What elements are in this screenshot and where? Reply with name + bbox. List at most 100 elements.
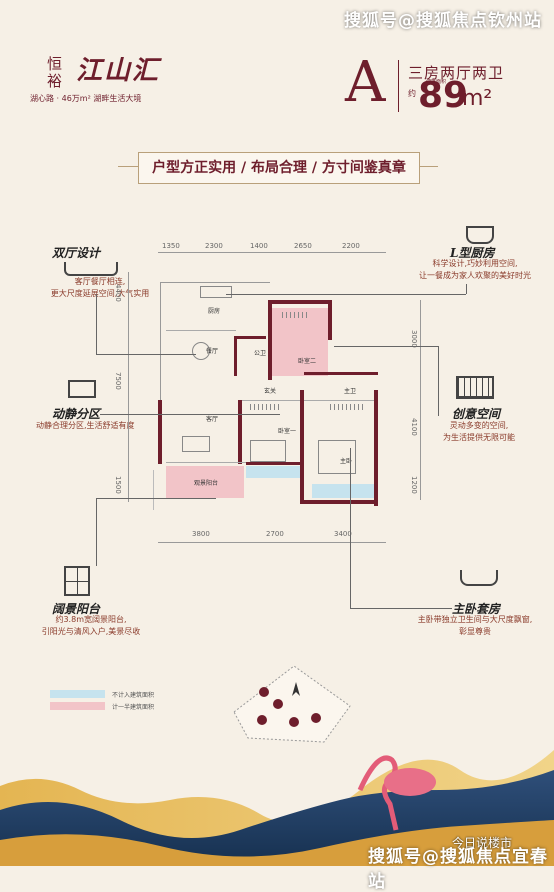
landscape-decoration [0, 750, 554, 866]
room-bedroom2: 卧室二 [298, 358, 317, 365]
dim-right-1: 3000 [410, 330, 418, 348]
sofa [182, 436, 210, 452]
room-bath-public: 公卫 [254, 350, 267, 357]
window-icon [64, 566, 90, 596]
unit-letter: A [345, 50, 386, 115]
leader-master-v [350, 448, 351, 608]
dim-right-3: 1200 [410, 476, 418, 494]
leader-balcony-h [96, 498, 216, 499]
legend-pink-text: 计一半建筑面积 [112, 704, 155, 711]
room-bedroom1: 卧室一 [278, 428, 297, 435]
unit-layout: 三房两厅两卫 [408, 64, 505, 82]
feature-master-desc2: 彰显尊贵 [459, 627, 491, 636]
room-kitchen: 厨房 [208, 308, 221, 315]
dim-top-1: 1350 [162, 242, 180, 250]
feature-zoning-title: 动静分区 [52, 407, 101, 421]
crib-icon [456, 376, 494, 399]
room-living: 客厅 [206, 416, 219, 423]
leader-kitchen-h [226, 294, 466, 295]
wardrobe-1 [250, 404, 282, 410]
site-building-2 [273, 699, 283, 709]
feature-master-title: 主卧套房 [452, 602, 501, 616]
banner-deco-right [418, 166, 438, 167]
flamingo-body [384, 768, 436, 796]
pot-icon [466, 226, 494, 244]
feature-double-hall-desc2: 更大尺度延展空间,大气实用 [50, 289, 150, 298]
dim-bottom-3: 3400 [334, 530, 352, 538]
leader-master-h [350, 608, 452, 609]
bed-master [318, 440, 356, 474]
feature-balcony-desc1: 约3.8m宽阔景阳台, [55, 615, 127, 624]
feature-kitchen-title: L型厨房 [450, 246, 495, 260]
sofa-icon [64, 262, 118, 276]
dim-left-3: 1500 [114, 476, 122, 494]
legend-pink-swatch [50, 702, 105, 710]
unit-area-unit: m² [462, 86, 493, 111]
site-map [233, 665, 351, 743]
dim-top-4: 2650 [294, 242, 312, 250]
watermark-bottom: 搜狐号@搜狐焦点宜春站 [368, 847, 548, 892]
feature-creative-desc1: 灵动多变的空间, [449, 421, 509, 430]
unit-area-note: 建筑面积 [426, 79, 447, 85]
dim-top-5: 2200 [342, 242, 360, 250]
bay-window-blue-2 [312, 484, 374, 498]
dim-left-1: 4400 [114, 284, 122, 302]
bathtub-icon [460, 570, 498, 586]
dining-table [192, 342, 210, 360]
room-balcony: 观景阳台 [194, 480, 219, 487]
dim-right-2: 4100 [410, 418, 418, 436]
leader-balcony-v [96, 498, 97, 566]
unit-divider [398, 60, 399, 112]
watermark-top: 搜狐号@搜狐焦点钦州站 [344, 11, 542, 31]
unit-area: 89 [418, 75, 469, 116]
room-entry: 玄关 [264, 388, 277, 395]
feature-banner: 户型方正实用 / 布局合理 / 方寸间鉴真章 [138, 152, 420, 184]
feature-creative-desc2: 为生活提供无限可能 [443, 433, 515, 442]
project-name: 江山汇 [76, 56, 161, 86]
bedroom2-pink-area [272, 308, 328, 376]
feature-balcony-title: 阔景阳台 [52, 602, 101, 616]
feature-creative-title: 创意空间 [452, 407, 501, 421]
leader-double-hall-h [96, 354, 196, 355]
dim-bottom-1: 3800 [192, 530, 210, 538]
feature-double-hall: 双厅设计 [52, 244, 126, 261]
dim-bottom-2: 2700 [266, 530, 284, 538]
feature-kitchen-desc1: 科学设计,巧妙利用空间, [432, 259, 518, 268]
leader-kitchen-v [466, 284, 467, 294]
feature-master-desc: 主卧带独立卫生间与大尺度飘窗, 彰显尊贵 [410, 614, 540, 638]
leader-creative-v [438, 346, 439, 416]
dim-left-2: 7500 [114, 372, 122, 390]
desk-icon [68, 380, 96, 398]
site-building-5 [289, 717, 299, 727]
bay-window-blue-1 [246, 466, 300, 478]
bed-1 [250, 440, 286, 462]
kitchen-counter [200, 286, 232, 298]
feature-creative-desc: 灵动多变的空间, 为生活提供无限可能 [424, 420, 534, 444]
unit-approx: 约 [408, 89, 416, 98]
dim-top-3: 1400 [250, 242, 268, 250]
room-bath-master: 主卫 [344, 388, 357, 395]
floor-plan: 1350 2300 1400 2650 2200 3800 2700 3400 … [114, 242, 421, 543]
brand-chinese: 恒裕 [45, 56, 63, 90]
dim-top-2: 2300 [205, 242, 223, 250]
feature-double-hall-title: 双厅设计 [52, 246, 101, 260]
brand-tagline: 湖心路 · 46万m² 湖畔生活大境 [30, 94, 142, 103]
feature-zoning-desc: 动静合理分区,生活舒适有度 [36, 421, 135, 430]
feature-balcony-desc: 约3.8m宽阔景阳台, 引阳光与清风入户,美景尽收 [36, 614, 146, 638]
site-building-3 [257, 715, 267, 725]
feature-master-desc1: 主卧带独立卫生间与大尺度飘窗, [417, 615, 533, 624]
wechat-watermark: 今日说楼市 [452, 836, 513, 850]
feature-double-hall-desc: 客厅餐厅相连, 更大尺度延展空间,大气实用 [40, 276, 160, 300]
leader-double-hall-v [96, 294, 97, 354]
room-dining: 餐厅 [206, 348, 219, 355]
balcony-pink-area [166, 466, 244, 498]
site-building-4 [311, 713, 321, 723]
legend-blue-swatch [50, 690, 105, 698]
wardrobe-master [330, 404, 366, 410]
leader-zoning [100, 414, 280, 415]
site-building-1 [259, 687, 269, 697]
north-arrow-icon [292, 682, 300, 696]
leader-creative-h [334, 346, 438, 347]
feature-double-hall-desc1: 客厅餐厅相连, [74, 277, 126, 286]
feature-kitchen-desc2: 让一餐成为家人欢聚的美好时光 [419, 271, 531, 280]
